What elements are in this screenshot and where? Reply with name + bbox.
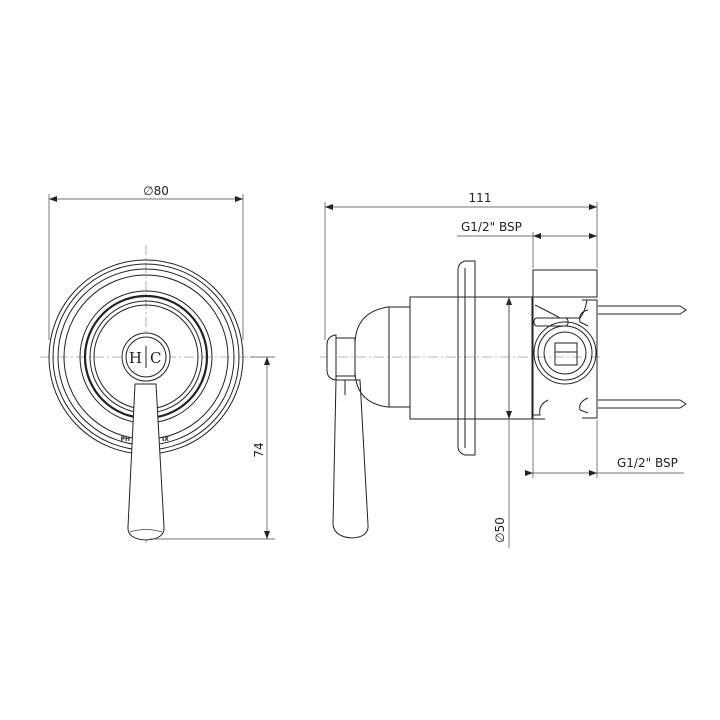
lever-handle-side (326, 334, 369, 539)
front-view: PH IX H C ∅80 74 (40, 184, 275, 545)
side-view: ∅50 111 (320, 191, 687, 548)
mounting-spikes (598, 305, 687, 409)
brand-logo: PH (121, 436, 130, 443)
dimension-diameter-50: ∅50 (493, 297, 512, 548)
dimension-diameter-80: ∅80 (48, 184, 244, 340)
cold-indicator: C (150, 349, 161, 367)
inlet-bottom-label: G1/2" BSP (617, 456, 678, 470)
dimension-depth-111: 111 (324, 191, 598, 340)
brand-logo-end: IX (162, 436, 169, 443)
lever-handle-front (127, 383, 165, 541)
height-label: 74 (252, 442, 266, 457)
wall-flange (457, 260, 476, 456)
hot-indicator: H (129, 349, 142, 367)
body-diameter-label: ∅50 (493, 517, 507, 543)
mixer-body-rough-in (532, 269, 598, 420)
dome-cover (354, 306, 410, 408)
dimension-inlet-bottom: G1/2" BSP (525, 420, 684, 478)
diameter-label: ∅80 (143, 184, 169, 198)
dimension-height-74: 74 (150, 356, 275, 540)
indicator-knob: H C (121, 332, 171, 382)
valve-body (409, 296, 533, 420)
inlet-top-label: G1/2" BSP (461, 220, 522, 234)
dimension-inlet-top: G1/2" BSP (457, 220, 597, 268)
depth-label: 111 (469, 191, 492, 205)
